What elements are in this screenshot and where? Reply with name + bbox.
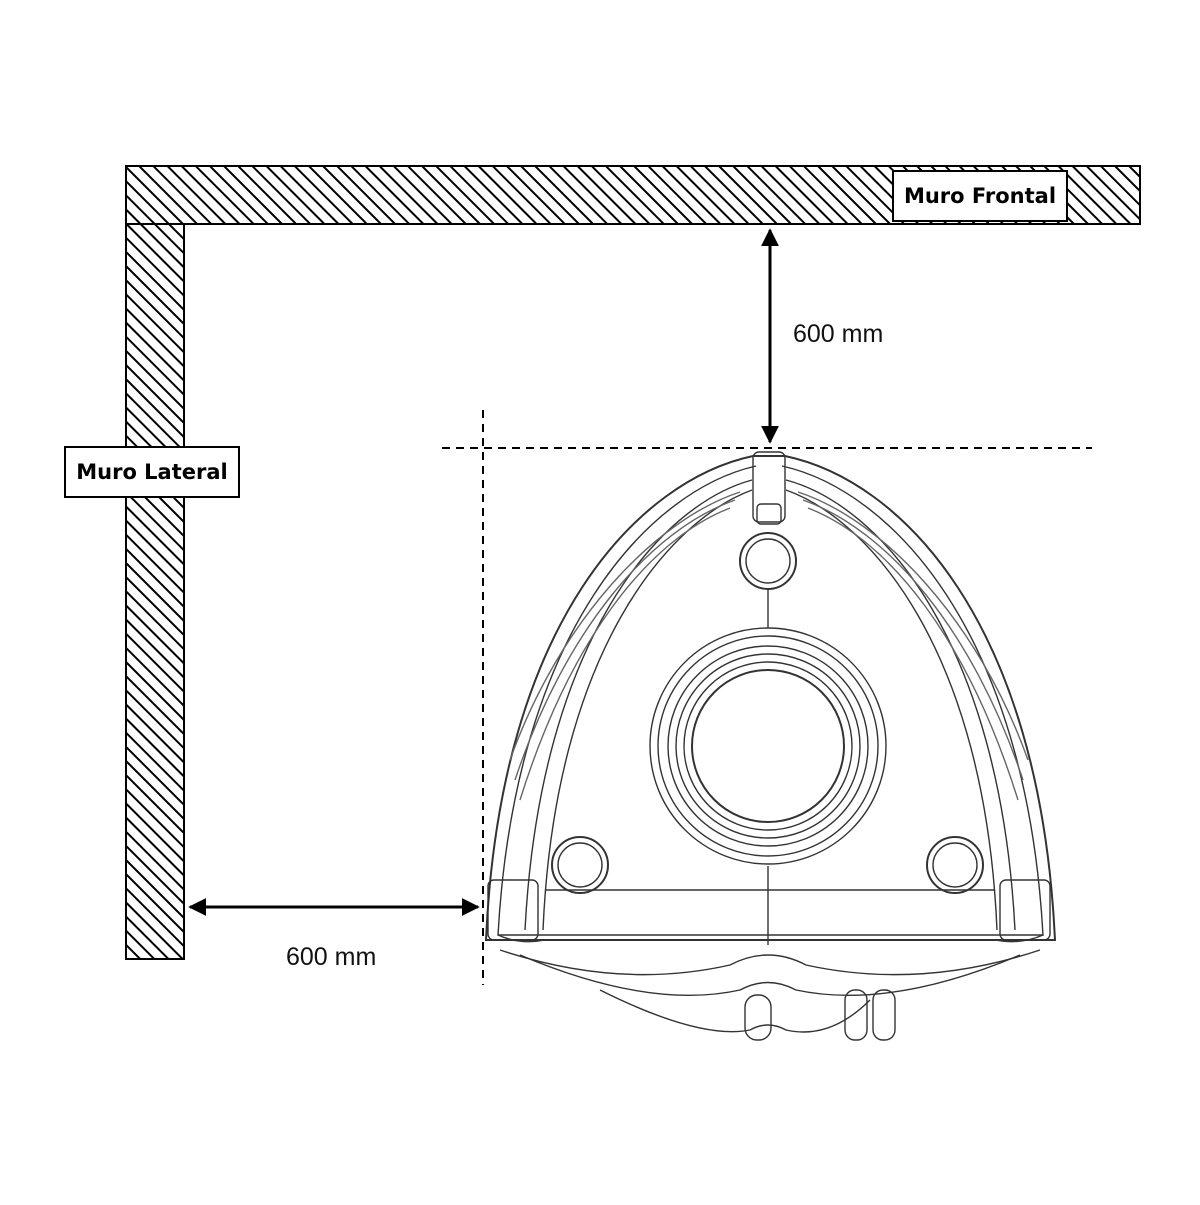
- front-clearance-label: 600 mm: [793, 320, 884, 348]
- side-wall: [125, 223, 185, 960]
- corner-unit: [484, 451, 1057, 1041]
- side-clearance-label: 600 mm: [286, 943, 377, 971]
- front-wall-label: Muro Frontal: [892, 170, 1068, 222]
- side-wall-label: Muro Lateral: [64, 446, 240, 498]
